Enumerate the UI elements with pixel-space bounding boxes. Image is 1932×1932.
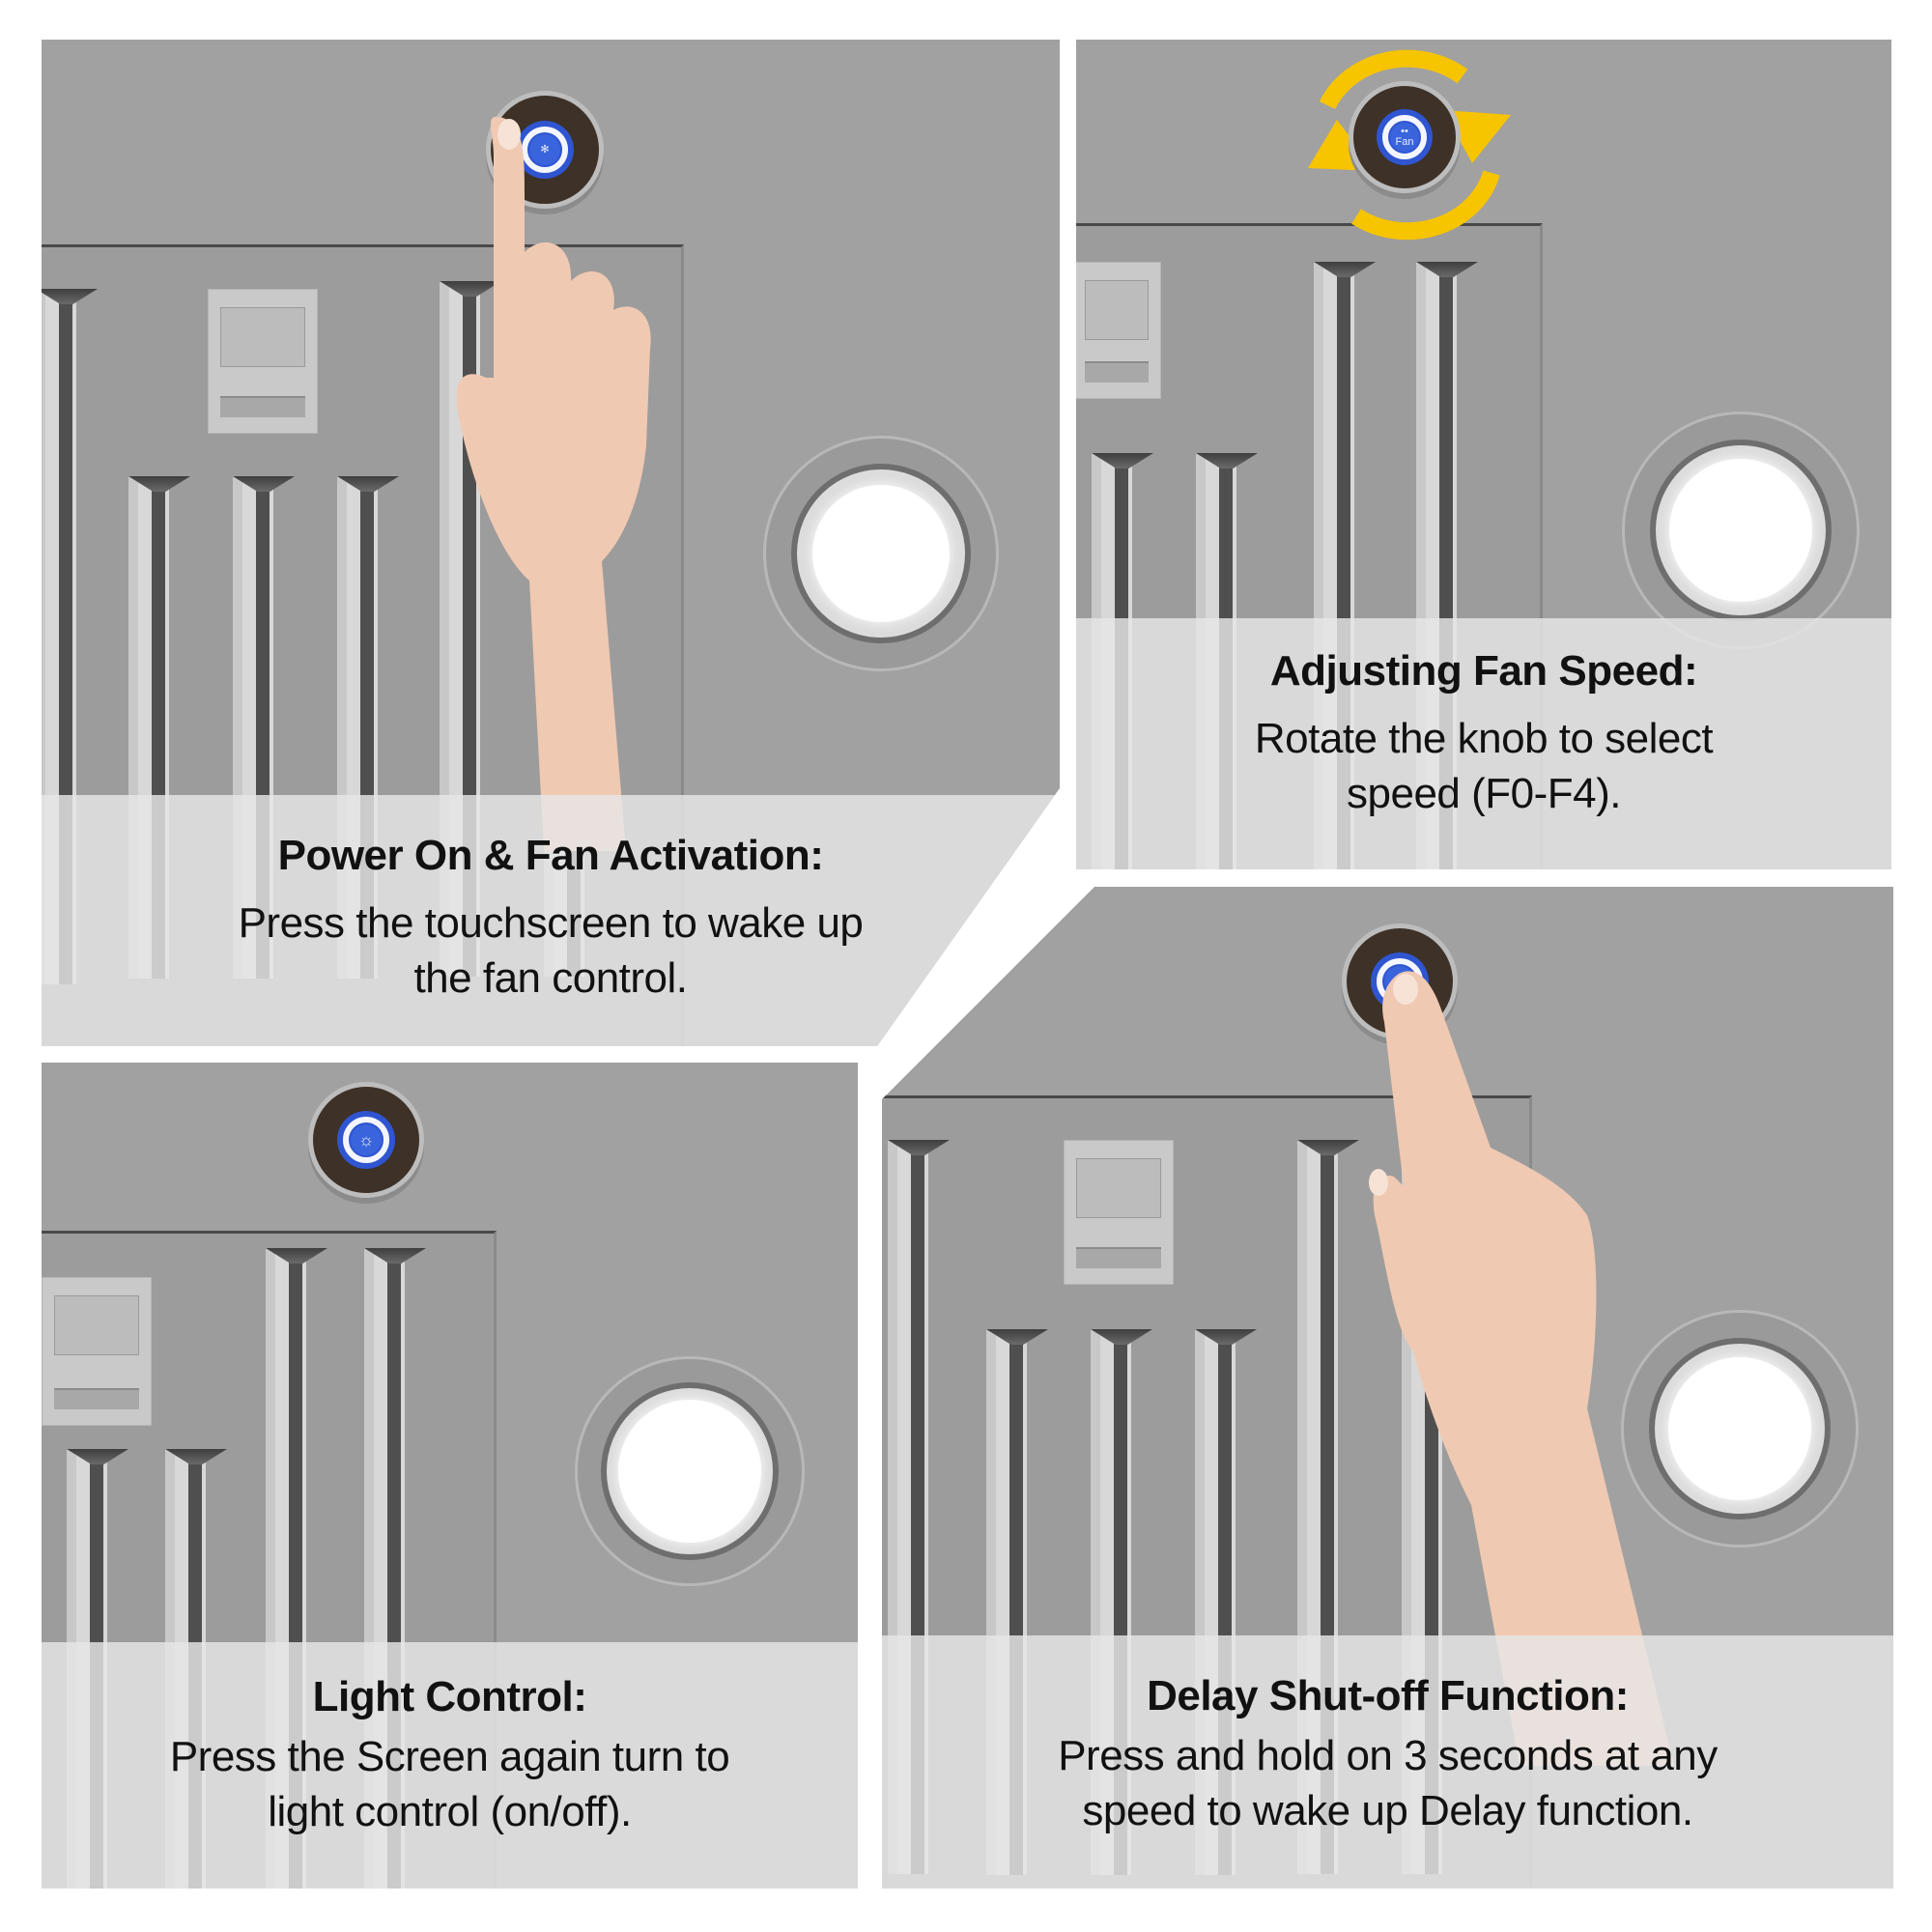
light-icon: ☼ — [351, 1124, 382, 1155]
rocker-switch — [208, 289, 318, 434]
panel-light-control: ☼ Light Control: Press the Screen again … — [42, 1063, 858, 1889]
hand-pointing-icon — [457, 117, 651, 851]
panel-fan-speed: ••Fan Adjusting Fan Speed: Rotate the kn… — [1076, 40, 1891, 869]
fan-speed-knob[interactable]: ••Fan — [1349, 81, 1461, 193]
caption-body: Press the Screen again turn to light con… — [169, 1733, 730, 1835]
led-light — [1621, 1310, 1859, 1548]
caption-title: Light Control: — [312, 1673, 587, 1720]
caption-body: Press and hold on 3 seconds at any speed… — [1058, 1732, 1718, 1834]
caption-title: Power On & Fan Activation: — [277, 832, 824, 879]
rocker-switch — [1076, 262, 1161, 399]
led-light — [1622, 412, 1860, 649]
hand-pointing-icon — [1369, 971, 1674, 1766]
rocker-switch — [1064, 1140, 1174, 1285]
caption-title: Delay Shut-off Function: — [1147, 1672, 1629, 1719]
caption-fan-speed: Adjusting Fan Speed: Rotate the knob to … — [1076, 618, 1891, 869]
caption-body: Press the touchscreen to wake up the fan… — [238, 899, 864, 1002]
caption-body: Rotate the knob to select speed (F0-F4). — [1254, 715, 1714, 817]
caption-light-control: Light Control: Press the Screen again tu… — [42, 1642, 858, 1889]
panel-power-on: ✻ Power On & Fan Activation: Press the t… — [42, 40, 1060, 1046]
caption-delay-shutoff: Delay Shut-off Function: Press and hold … — [882, 1635, 1893, 1889]
led-light — [763, 436, 999, 671]
rocker-switch — [42, 1277, 152, 1426]
fan-icon: ••Fan — [1390, 123, 1419, 152]
led-light — [575, 1356, 805, 1586]
caption-title: Adjusting Fan Speed: — [1269, 647, 1698, 695]
light-knob[interactable]: ☼ — [308, 1082, 424, 1198]
panel-delay-shutoff: ⏻ Delay Shut-off Function: Press and hol… — [882, 887, 1893, 1889]
fan-icon: ✻ — [529, 134, 560, 165]
caption-power-on: Power On & Fan Activation: Press the tou… — [42, 795, 1060, 1046]
